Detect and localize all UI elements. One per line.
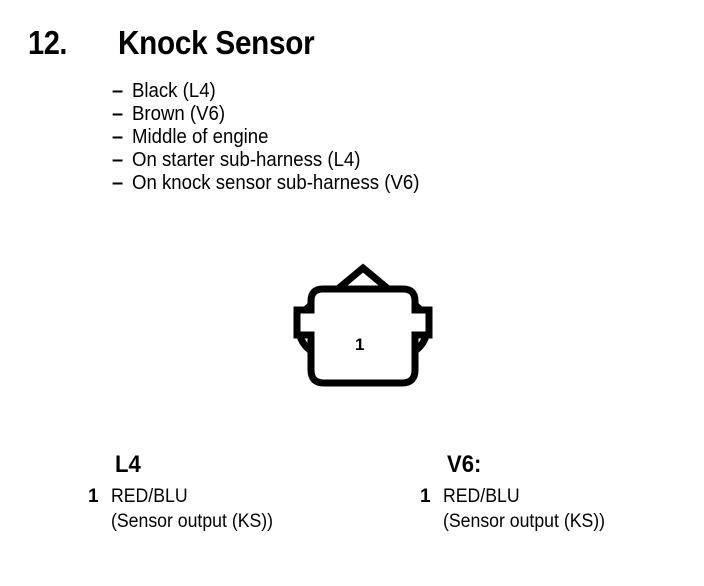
list-item: – On starter sub-harness (L4) — [112, 149, 441, 172]
list-item-label: On knock sensor sub-harness (V6) — [132, 172, 420, 194]
dash-bullet-icon: – — [112, 149, 124, 171]
legend-wire-color: RED/BLU — [111, 486, 188, 507]
legend-heading-l4: L4 — [115, 451, 141, 478]
dash-bullet-icon: – — [112, 172, 124, 194]
list-item-label: Middle of engine — [132, 126, 269, 148]
dash-bullet-icon: – — [112, 103, 124, 125]
list-item: – Middle of engine — [112, 126, 441, 149]
list-item: – Black (L4) — [112, 80, 441, 103]
notes-list: – Black (L4) – Brown (V6) – Middle of en… — [112, 80, 441, 195]
legend-pin-number: 1 — [88, 486, 99, 507]
legend-wire-block: RED/BLU (Sensor output (KS)) — [111, 484, 285, 534]
dash-bullet-icon: – — [112, 126, 124, 148]
page-title: 12. Knock Sensor — [28, 24, 336, 62]
legend-row: 1 RED/BLU (Sensor output (KS)) — [88, 484, 285, 534]
list-item-label: On starter sub-harness (L4) — [132, 149, 361, 171]
dash-bullet-icon: – — [112, 80, 124, 102]
connector-pin-number: 1 — [355, 335, 365, 354]
list-item: – Brown (V6) — [112, 103, 441, 126]
legend-heading-v6: V6: — [447, 451, 482, 478]
section-title: Knock Sensor — [118, 24, 315, 61]
section-number: 12. — [28, 24, 68, 61]
legend-column-v6: V6: 1 RED/BLU (Sensor output (KS)) — [420, 450, 617, 534]
legend-wire-description: (Sensor output (KS)) — [111, 511, 274, 532]
pin-legend: L4 1 RED/BLU (Sensor output (KS)) V6: 1 … — [0, 450, 704, 586]
list-item-label: Brown (V6) — [132, 103, 226, 125]
legend-wire-description: (Sensor output (KS)) — [443, 511, 606, 532]
legend-column-l4: L4 1 RED/BLU (Sensor output (KS)) — [88, 450, 285, 534]
list-item: – On knock sensor sub-harness (V6) — [112, 172, 441, 195]
legend-wire-color: RED/BLU — [443, 486, 520, 507]
list-item-label: Black (L4) — [132, 80, 216, 102]
legend-wire-block: RED/BLU (Sensor output (KS)) — [443, 484, 617, 534]
legend-pin-number: 1 — [420, 486, 431, 507]
connector-body — [293, 285, 433, 387]
legend-row: 1 RED/BLU (Sensor output (KS)) — [420, 484, 617, 534]
electrical-connector-icon — [293, 263, 433, 387]
connector-diagram: 1 — [283, 255, 443, 405]
